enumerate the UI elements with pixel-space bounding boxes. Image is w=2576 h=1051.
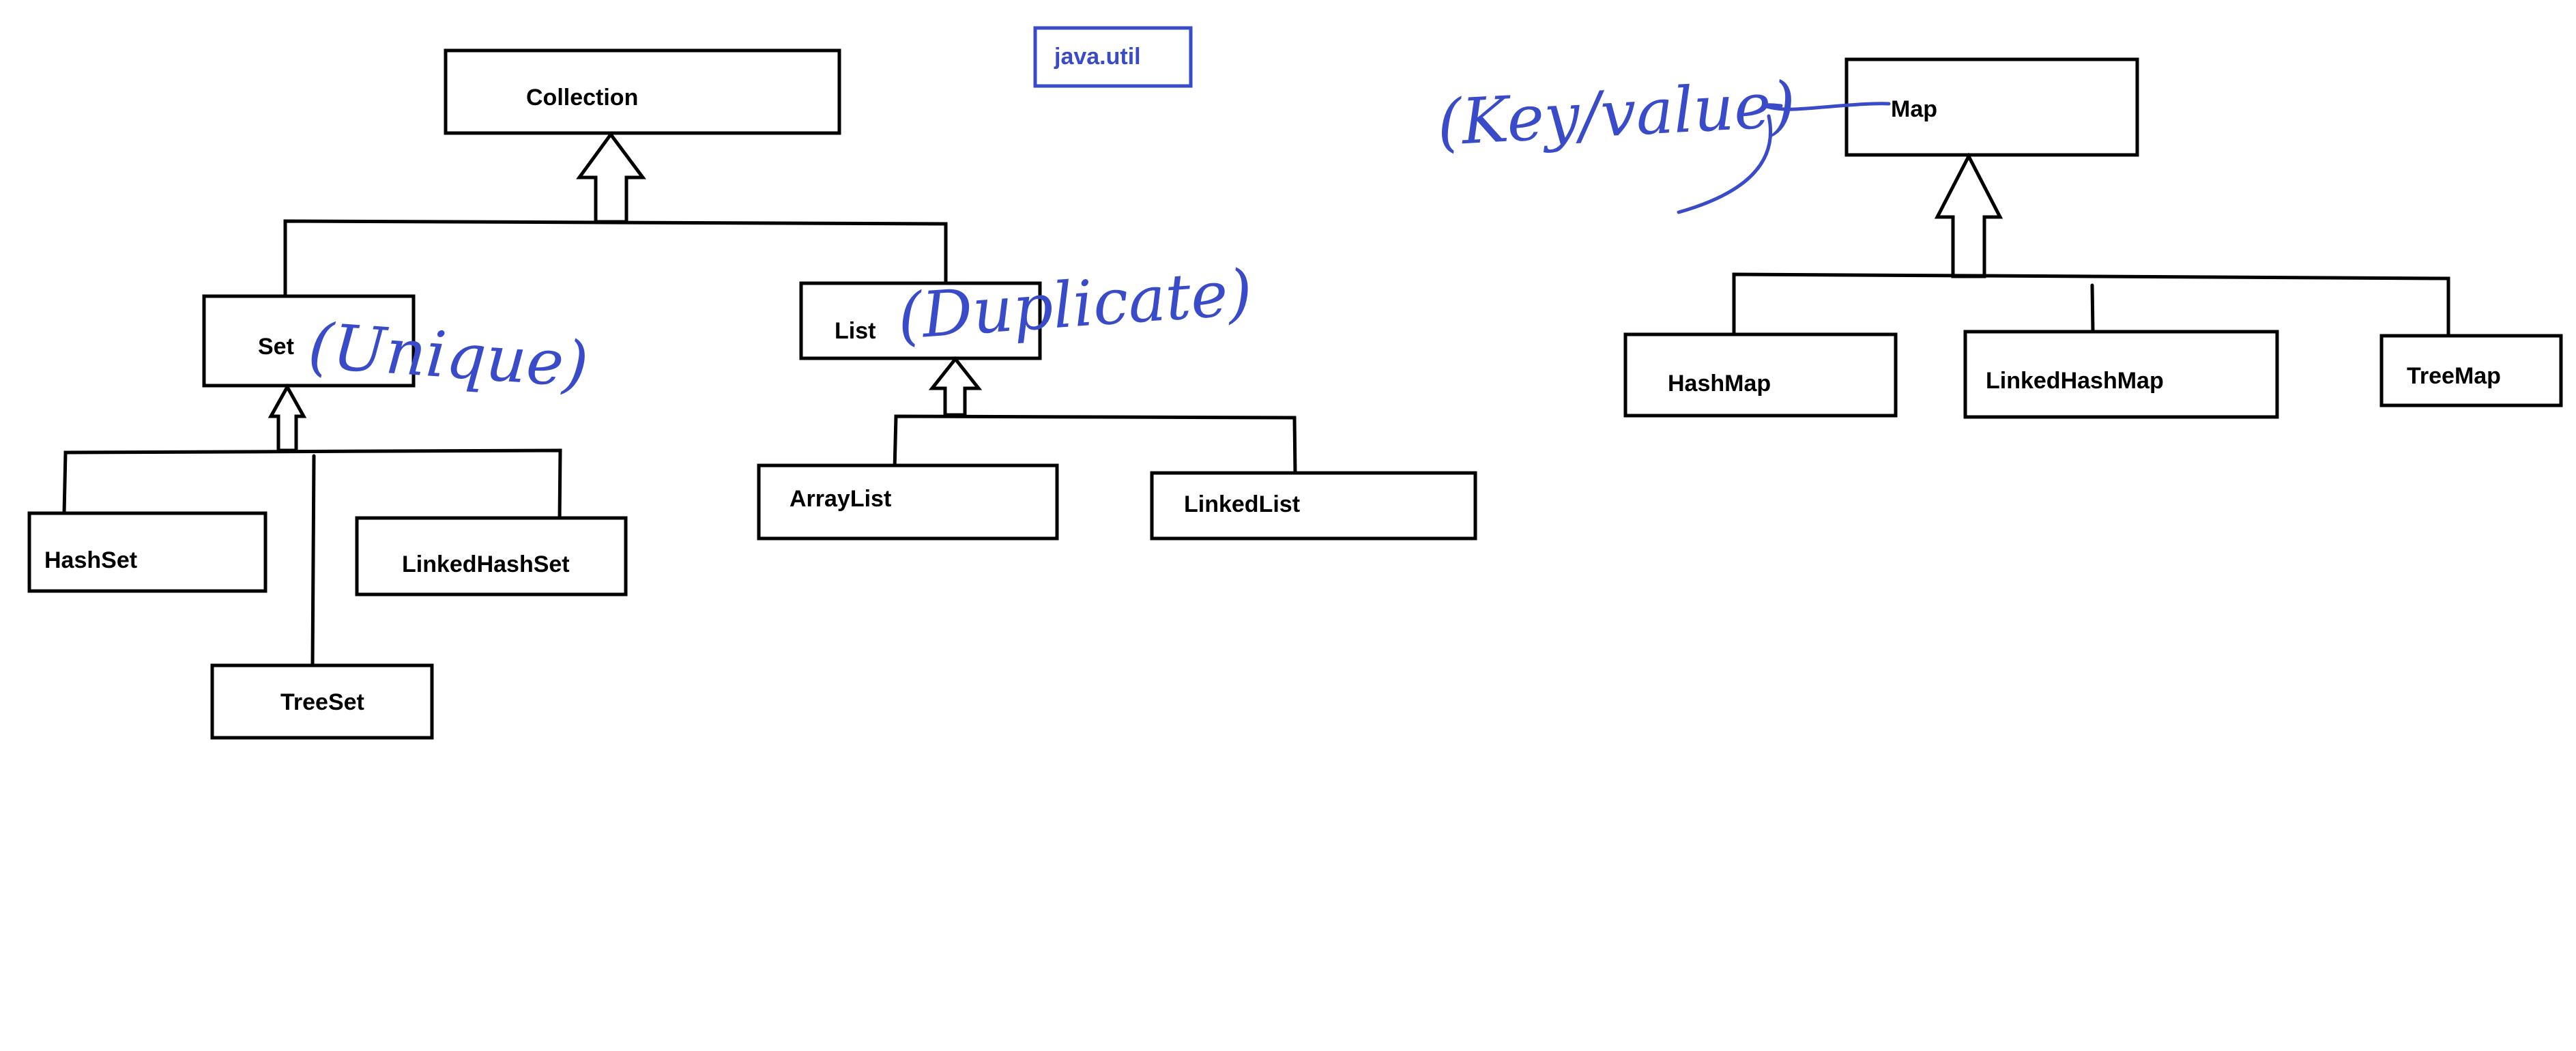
package-label-box (1033, 26, 1193, 88)
set-box (202, 294, 416, 388)
set-note: (Unique) (306, 309, 590, 401)
linkedhashmap-node: LinkedHashMap (1963, 330, 2279, 419)
hashset-label: HashSet (44, 547, 137, 573)
collection-branch-connector (283, 219, 948, 297)
hashmap-label: HashMap (1668, 371, 1771, 397)
linkedhashmap-connector (2090, 283, 2095, 334)
collection-node: Collection (444, 48, 841, 135)
hashset-node: HashSet (27, 511, 267, 593)
treeset-connector (310, 454, 316, 668)
treeset-label: TreeSet (280, 689, 364, 715)
map-label: Map (1891, 96, 1937, 122)
treeset-box (210, 663, 434, 740)
linkedlist-box (1150, 471, 1477, 541)
map-note: (Key/value) (1436, 68, 1891, 214)
hashset-box (27, 511, 267, 593)
linkedhashmap-label: LinkedHashMap (1986, 368, 2164, 394)
list-note-text: (Duplicate) (895, 256, 1255, 354)
list-node: List (799, 281, 1042, 360)
list-label: List (835, 318, 875, 344)
treeset-node: TreeSet (210, 663, 434, 740)
linkedhashset-box (355, 516, 628, 596)
set-inheritance-arrow (267, 383, 307, 452)
linkedhashset-label: LinkedHashSet (402, 551, 570, 577)
linkedlist-label: LinkedList (1184, 491, 1300, 517)
linkedhashset-node: LinkedHashSet (355, 516, 628, 596)
list-inheritance-arrow (928, 356, 983, 417)
list-branch-connector (893, 414, 1297, 475)
list-box (799, 281, 1042, 360)
map-box (1844, 57, 2139, 157)
map-note-pointer (1763, 102, 1891, 111)
collection-label: Collection (526, 85, 638, 111)
package-label-text: java.util (1054, 44, 1141, 70)
map-node: Map (1844, 57, 2139, 157)
map-inheritance-arrow (1934, 152, 2003, 278)
package-label: java.util (1033, 26, 1193, 88)
map-note-text: (Key/value) (1436, 68, 1797, 160)
arraylist-node: ArrayList (757, 463, 1059, 541)
list-note: (Duplicate) (895, 256, 1255, 354)
map-note-flourish (1677, 114, 1773, 214)
set-label: Set (258, 334, 294, 360)
set-branch-connector (62, 448, 562, 523)
linkedlist-node: LinkedList (1150, 471, 1477, 541)
set-node: Set (202, 294, 416, 388)
hashmap-box (1623, 332, 1898, 418)
collection-inheritance-arrow (576, 131, 646, 224)
set-note-text: (Unique) (306, 309, 590, 401)
map-branch-connector (1732, 272, 2450, 342)
treemap-label: TreeMap (2407, 363, 2501, 389)
arraylist-box (757, 463, 1059, 541)
hashmap-node: HashMap (1623, 332, 1898, 418)
treemap-node: TreeMap (2379, 334, 2563, 407)
treemap-box (2379, 334, 2563, 407)
collection-box (444, 48, 841, 135)
arraylist-label: ArrayList (790, 486, 891, 512)
linkedhashmap-box (1963, 330, 2279, 419)
